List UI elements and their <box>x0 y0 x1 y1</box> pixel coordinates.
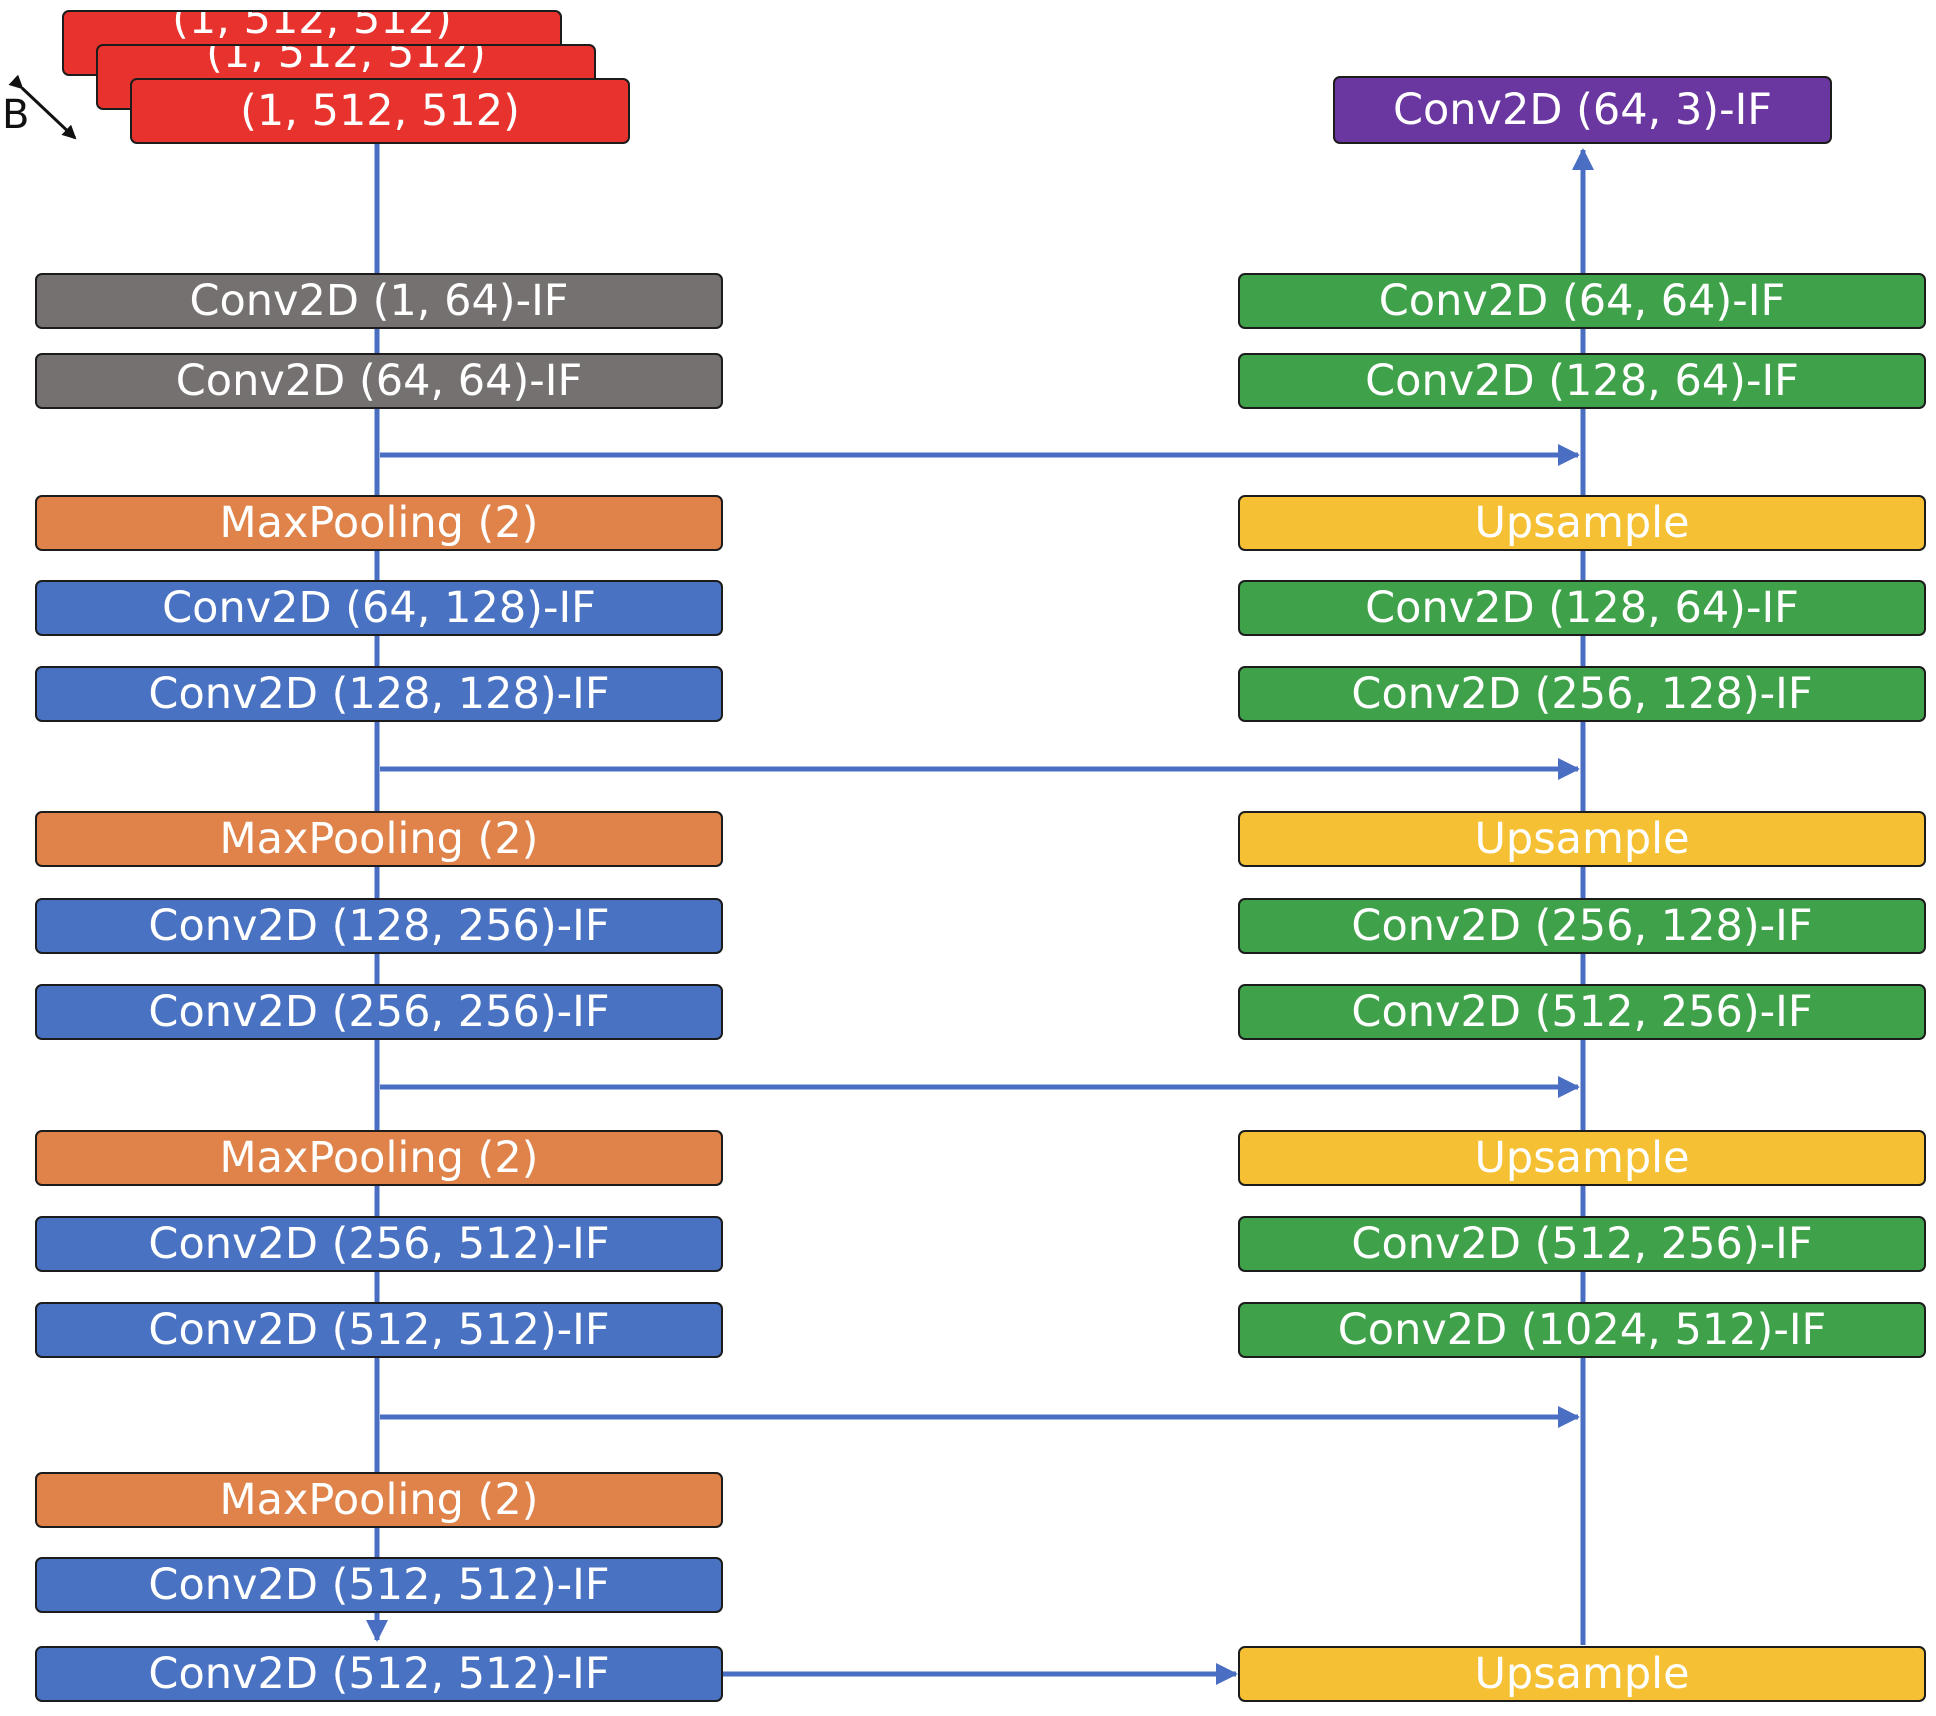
decoder-block-4: Conv2D (128, 64)-IF <box>1238 580 1926 636</box>
encoder-block-9: MaxPooling (2) <box>35 1130 723 1186</box>
decoder-block-10: Conv2D (512, 256)-IF <box>1238 1216 1926 1272</box>
decoder-block-3-label: Upsample <box>1474 497 1690 548</box>
encoder-block-3: MaxPooling (2) <box>35 495 723 551</box>
encoder-block-13: Conv2D (512, 512)-IF <box>35 1557 723 1613</box>
encoder-block-1-label: Conv2D (1, 64)-IF <box>189 275 569 326</box>
encoder-block-10-label: Conv2D (256, 512)-IF <box>148 1218 610 1269</box>
encoder-block-12-label: MaxPooling (2) <box>219 1474 539 1525</box>
encoder-block-14-label: Conv2D (512, 512)-IF <box>148 1648 610 1699</box>
encoder-block-1: Conv2D (1, 64)-IF <box>35 273 723 329</box>
encoder-block-4: Conv2D (64, 128)-IF <box>35 580 723 636</box>
batch-arrow <box>8 74 77 140</box>
encoder-block-7: Conv2D (128, 256)-IF <box>35 898 723 954</box>
encoder-block-6: MaxPooling (2) <box>35 811 723 867</box>
encoder-block-7-label: Conv2D (128, 256)-IF <box>148 900 610 951</box>
decoder-block-10-label: Conv2D (512, 256)-IF <box>1351 1218 1813 1269</box>
decoder-block-7-label: Conv2D (256, 128)-IF <box>1351 900 1813 951</box>
encoder-block-5-label: Conv2D (128, 128)-IF <box>148 668 610 719</box>
decoder-block-8: Conv2D (512, 256)-IF <box>1238 984 1926 1040</box>
decoder-block-6-label: Upsample <box>1474 813 1690 864</box>
encoder-block-13-label: Conv2D (512, 512)-IF <box>148 1559 610 1610</box>
decoder-block-3: Upsample <box>1238 495 1926 551</box>
decoder-block-8-label: Conv2D (512, 256)-IF <box>1351 986 1813 1037</box>
decoder-block-7: Conv2D (256, 128)-IF <box>1238 898 1926 954</box>
encoder-block-2: Conv2D (64, 64)-IF <box>35 353 723 409</box>
encoder-block-11-label: Conv2D (512, 512)-IF <box>148 1304 610 1355</box>
input-block-3: (1, 512, 512) <box>130 78 630 144</box>
decoder-block-12: Upsample <box>1238 1646 1926 1702</box>
encoder-block-4-label: Conv2D (64, 128)-IF <box>162 582 596 633</box>
encoder-block-8-label: Conv2D (256, 256)-IF <box>148 986 610 1037</box>
encoder-block-2-label: Conv2D (64, 64)-IF <box>175 355 583 406</box>
decoder-block-2-label: Conv2D (128, 64)-IF <box>1365 355 1799 406</box>
encoder-block-3-label: MaxPooling (2) <box>219 497 539 548</box>
batch-label: B <box>2 92 30 138</box>
decoder-block-5-label: Conv2D (256, 128)-IF <box>1351 668 1813 719</box>
output-conv-block: Conv2D (64, 3)-IF <box>1333 76 1832 144</box>
encoder-block-8: Conv2D (256, 256)-IF <box>35 984 723 1040</box>
encoder-block-10: Conv2D (256, 512)-IF <box>35 1216 723 1272</box>
decoder-block-2: Conv2D (128, 64)-IF <box>1238 353 1926 409</box>
decoder-block-6: Upsample <box>1238 811 1926 867</box>
decoder-block-11: Conv2D (1024, 512)-IF <box>1238 1302 1926 1358</box>
encoder-block-14: Conv2D (512, 512)-IF <box>35 1646 723 1702</box>
decoder-block-9-label: Upsample <box>1474 1132 1690 1183</box>
input-block-2-label: (1, 512, 512) <box>206 44 486 78</box>
output-conv-label: Conv2D (64, 3)-IF <box>1392 84 1773 135</box>
encoder-block-12: MaxPooling (2) <box>35 1472 723 1528</box>
encoder-block-6-label: MaxPooling (2) <box>219 813 539 864</box>
input-block-3-label: (1, 512, 512) <box>240 85 520 136</box>
encoder-block-5: Conv2D (128, 128)-IF <box>35 666 723 722</box>
decoder-block-9: Upsample <box>1238 1130 1926 1186</box>
encoder-block-11: Conv2D (512, 512)-IF <box>35 1302 723 1358</box>
decoder-block-5: Conv2D (256, 128)-IF <box>1238 666 1926 722</box>
decoder-block-11-label: Conv2D (1024, 512)-IF <box>1337 1304 1827 1355</box>
decoder-block-12-label: Upsample <box>1474 1648 1690 1699</box>
input-block-1-label: (1, 512, 512) <box>172 10 452 44</box>
decoder-block-1: Conv2D (64, 64)-IF <box>1238 273 1926 329</box>
decoder-block-4-label: Conv2D (128, 64)-IF <box>1365 582 1799 633</box>
decoder-block-1-label: Conv2D (64, 64)-IF <box>1378 275 1786 326</box>
encoder-block-9-label: MaxPooling (2) <box>219 1132 539 1183</box>
